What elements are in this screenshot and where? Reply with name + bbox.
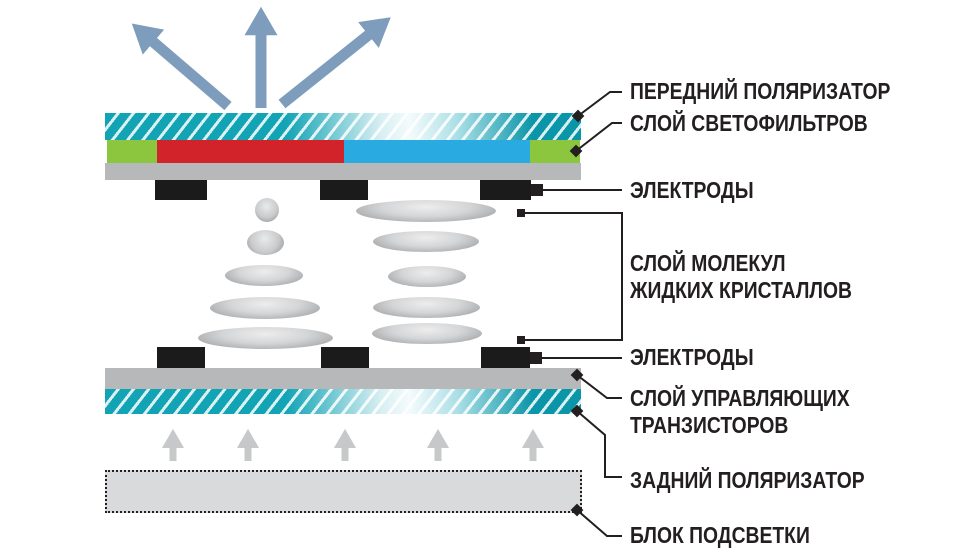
label-text: БЛОК ПОДСВЕТКИ xyxy=(630,522,810,548)
top-electrode-1 xyxy=(155,180,207,200)
light-out-arrow-right xyxy=(278,17,391,109)
label-electrodes-bottom: ЭЛЕКТРОДЫ xyxy=(630,344,754,371)
lc-molecule-left-1 xyxy=(255,198,279,222)
lc-molecule-right-1 xyxy=(356,200,496,222)
label-transistor-layer: СЛОЙ УПРАВЛЯЮЩИХ ТРАНЗИСТОРОВ xyxy=(630,385,850,439)
transistor-layer xyxy=(105,368,581,389)
label-text: СЛОЙ УПРАВЛЯЮЩИХ xyxy=(630,385,850,411)
leader-back-polarizer xyxy=(576,410,622,478)
lc-molecule-right-5 xyxy=(372,323,482,344)
green-subpixel-left xyxy=(107,140,157,163)
label-backlight: БЛОК ПОДСВЕТКИ xyxy=(630,522,810,549)
lc-molecule-left-3 xyxy=(225,265,303,286)
label-text: ЖИДКИХ КРИСТАЛЛОВ xyxy=(630,277,852,303)
label-text: ЗАДНИЙ ПОЛЯРИЗАТОР xyxy=(630,467,865,493)
label-text: СЛОЙ МОЛЕКУЛ xyxy=(630,250,786,276)
label-text: ЭЛЕКТРОДЫ xyxy=(630,177,754,203)
top-glass-substrate xyxy=(105,163,581,180)
leader-color-filter xyxy=(575,122,622,152)
lc-molecule-right-2 xyxy=(373,231,479,252)
label-text: ПЕРЕДНИЙ ПОЛЯРИЗАТОР xyxy=(630,78,891,104)
label-text: ЭЛЕКТРОДЫ xyxy=(630,344,754,370)
top-electrode-3 xyxy=(480,180,531,200)
electrode-nub-bottom xyxy=(530,352,542,364)
lc-molecule-right-4 xyxy=(373,297,480,318)
top-electrode-2 xyxy=(320,180,368,200)
bottom-electrode-1 xyxy=(157,347,205,368)
color-filter-layer xyxy=(107,140,580,163)
label-back-polarizer: ЗАДНИЙ ПОЛЯРИЗАТОР xyxy=(630,467,865,494)
leader-backlight xyxy=(576,509,622,537)
label-front-polarizer: ПЕРЕДНИЙ ПОЛЯРИЗАТОР xyxy=(630,78,890,105)
label-text: ТРАНЗИСТОРОВ xyxy=(630,412,789,438)
backlight-unit xyxy=(105,470,582,513)
leader-lc-bracket xyxy=(525,212,623,341)
bottom-electrode-3 xyxy=(481,347,530,368)
electrode-nub-top xyxy=(531,184,543,196)
leader-transistor-layer xyxy=(576,374,622,399)
bracket-square-top xyxy=(517,209,525,217)
blue-subpixel xyxy=(344,140,530,163)
red-subpixel xyxy=(157,140,344,163)
lc-molecule-right-3 xyxy=(388,266,466,287)
front-polarizer-layer xyxy=(105,113,581,140)
bracket-square-bottom xyxy=(517,336,525,344)
label-color-filter: СЛОЙ СВЕТОФИЛЬТРОВ xyxy=(630,110,868,137)
lc-molecule-left-5 xyxy=(198,327,333,349)
lc-molecule-left-2 xyxy=(247,230,284,255)
bottom-electrode-2 xyxy=(321,347,369,368)
light-out-arrow-left xyxy=(131,23,232,111)
label-liquid-crystal: СЛОЙ МОЛЕКУЛ ЖИДКИХ КРИСТАЛЛОВ xyxy=(630,250,852,304)
green-subpixel-right xyxy=(530,140,580,163)
leader-front-polarizer xyxy=(577,91,622,117)
label-text: СЛОЙ СВЕТОФИЛЬТРОВ xyxy=(630,110,868,136)
back-polarizer-layer xyxy=(105,389,581,414)
lc-molecule-left-4 xyxy=(210,297,320,319)
label-electrodes-top: ЭЛЕКТРОДЫ xyxy=(630,177,754,204)
